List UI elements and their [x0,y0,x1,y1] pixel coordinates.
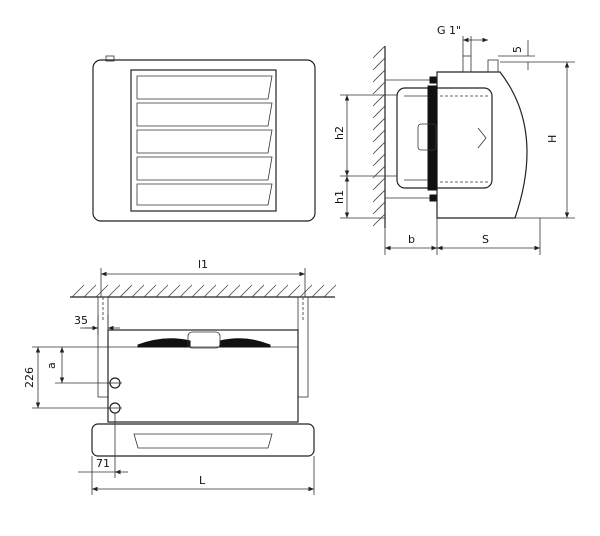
front-view [92,55,316,222]
dim-label-35: 35 [74,314,88,327]
fan-hub [187,331,221,349]
louver-blade [136,156,273,181]
fan-housing [396,87,493,189]
fan-plate [427,85,438,191]
heater-side-body [436,71,528,219]
dim-label-S: S [482,233,489,246]
dim-label-L: L [199,474,206,487]
louver-blade [136,129,273,154]
dim-label-five: 5 [511,46,524,53]
dim-label-h1: h1 [333,190,346,204]
louver-blade [136,183,273,206]
wall-hatching [372,45,386,227]
side-view: h2 h1 H 5 G 1" b S [333,24,575,255]
pipe-connection [462,55,472,73]
dim-label-b: b [408,233,415,246]
ceiling-hatching [71,284,337,298]
fan-motor [417,123,437,151]
fan-blades [137,331,271,349]
airflow-arrow [477,127,487,149]
dim-label-H: H [546,135,559,143]
louver-blade [136,102,273,127]
front-top-lug [105,55,115,62]
louver-blade [136,75,273,100]
louver-panel-top [91,423,315,457]
pipe-connection [487,59,499,73]
dim-label-g-thread: G 1" [437,24,461,37]
louver-slot [133,433,273,449]
top-view: l1 a 226 35 [23,258,337,495]
louver-blades [136,75,273,206]
dim-label-71: 71 [96,457,110,470]
heater-top-body [107,329,299,423]
dim-label-226: 226 [23,367,36,388]
dim-label-a: a [45,362,58,369]
dim-label-h2: h2 [333,126,346,140]
heater-front-body [92,59,316,222]
louver-frame [130,69,277,212]
dim-label-l1: l1 [198,258,208,271]
